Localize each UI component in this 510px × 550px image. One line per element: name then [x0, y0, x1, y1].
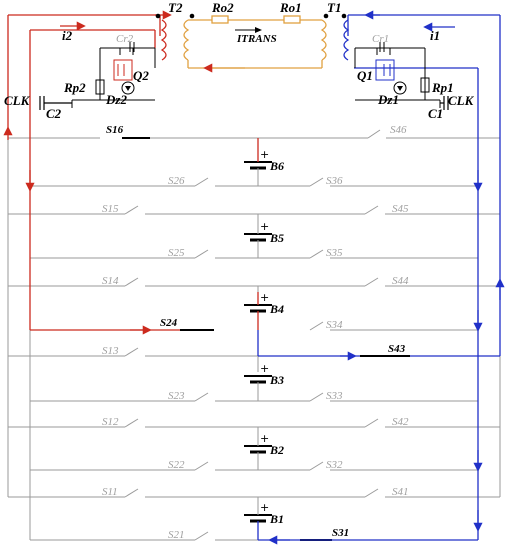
- label-c2: C2: [46, 106, 62, 121]
- svg-text:+: +: [260, 501, 269, 514]
- transformer-t2: [160, 19, 167, 61]
- label-b1: B1: [269, 512, 284, 526]
- label-s43: S43: [388, 343, 406, 355]
- label-itrans: ITRANS: [236, 33, 277, 45]
- label-cr1: Cr1: [372, 33, 389, 45]
- label-i1: i1: [430, 28, 440, 43]
- label-s36: S36: [326, 175, 343, 187]
- label-s22: S22: [168, 459, 185, 471]
- switch-grid: [7, 129, 501, 541]
- label-i2: i2: [62, 28, 73, 43]
- svg-text:+: +: [260, 432, 269, 445]
- component-labels: i2 i1 T2 T1 Ro2 Ro1 ITRANS Cr2 Cr1 Rp2 R…: [4, 0, 475, 121]
- label-s45: S45: [392, 203, 409, 215]
- label-b2: B2: [269, 443, 284, 457]
- label-s21: S21: [168, 529, 185, 541]
- transformer-t2-secondary: [183, 19, 190, 61]
- label-t1: T1: [327, 0, 341, 15]
- capacitor-cr2: [129, 42, 135, 52]
- label-s41: S41: [392, 486, 409, 498]
- capacitor-cr1: [379, 42, 385, 52]
- label-s15: S15: [102, 203, 119, 215]
- label-dz2: Dz2: [105, 92, 127, 107]
- label-b4: B4: [269, 302, 284, 316]
- label-b5: B5: [269, 231, 284, 245]
- battery-plus-signs: + + + + + +: [260, 148, 269, 514]
- label-s44: S44: [392, 275, 409, 287]
- label-t2: T2: [168, 0, 183, 15]
- battery-b2: [244, 445, 272, 454]
- svg-text:+: +: [260, 220, 269, 233]
- mosfet-q1: [375, 59, 395, 81]
- resistor-ro2: [211, 15, 229, 24]
- capacitor-c2: [39, 96, 72, 110]
- label-clk-left: CLK: [4, 93, 31, 108]
- t2-dot-right: [189, 13, 195, 19]
- label-q1: Q1: [357, 68, 373, 83]
- label-s42: S42: [392, 416, 409, 428]
- label-b6: B6: [269, 159, 284, 173]
- red-current-path: [7, 14, 259, 331]
- battery-b6: [244, 161, 272, 170]
- label-s34: S34: [326, 319, 343, 331]
- t2-dot-left: [155, 13, 161, 19]
- label-clk-right: CLK: [448, 93, 475, 108]
- label-s11: S11: [102, 486, 118, 498]
- battery-b4: [244, 304, 272, 313]
- label-s25: S25: [168, 247, 185, 259]
- label-dz1: Dz1: [377, 92, 399, 107]
- label-s26: S26: [168, 175, 185, 187]
- label-s35: S35: [326, 247, 343, 259]
- battery-b3: [244, 375, 272, 384]
- label-rp1: Rp1: [431, 80, 454, 95]
- label-s46: S46: [390, 124, 407, 136]
- label-ro1: Ro1: [279, 0, 302, 15]
- zener-dz1: [393, 81, 407, 95]
- resistor-rp2: [95, 79, 105, 95]
- battery-b5: [244, 233, 272, 242]
- resistor-rp1: [420, 77, 430, 93]
- svg-text:+: +: [260, 362, 269, 375]
- drive-circuit-right: [354, 47, 441, 108]
- t1-dot-right: [341, 13, 347, 19]
- t1-dot-left: [323, 13, 329, 19]
- label-c1: C1: [428, 106, 443, 121]
- transformer-t1: [343, 19, 350, 61]
- label-s33: S33: [326, 390, 343, 402]
- zener-dz2: [121, 81, 135, 95]
- label-s13: S13: [102, 345, 119, 357]
- label-s12: S12: [102, 416, 119, 428]
- label-cr2: Cr2: [116, 33, 134, 45]
- label-q2: Q2: [133, 68, 149, 83]
- svg-text:+: +: [260, 291, 269, 304]
- label-s31: S31: [332, 527, 349, 539]
- svg-text:+: +: [260, 148, 269, 161]
- battery-b1: [244, 514, 272, 523]
- capacitor-c1: [440, 96, 449, 110]
- resistor-ro1: [283, 15, 301, 24]
- label-ro2: Ro2: [211, 0, 234, 15]
- label-b3: B3: [269, 373, 284, 387]
- battery-labels: B6 B5 B4 B3 B2 B1: [269, 159, 284, 526]
- label-s24: S24: [160, 317, 178, 329]
- label-s23: S23: [168, 390, 185, 402]
- label-s32: S32: [326, 459, 343, 471]
- switch-labels: S16 S46 S26 S36 S15 S45 S25 S35 S14 S44 …: [102, 124, 409, 541]
- active-switches: [122, 137, 410, 541]
- transformer-t1-primary: [320, 19, 327, 61]
- label-s14: S14: [102, 275, 119, 287]
- drive-circuit-left: [71, 47, 156, 108]
- label-rp2: Rp2: [63, 80, 86, 95]
- mosfet-q2: [113, 59, 133, 81]
- transfer-loop: [187, 15, 323, 69]
- label-s16: S16: [106, 124, 124, 136]
